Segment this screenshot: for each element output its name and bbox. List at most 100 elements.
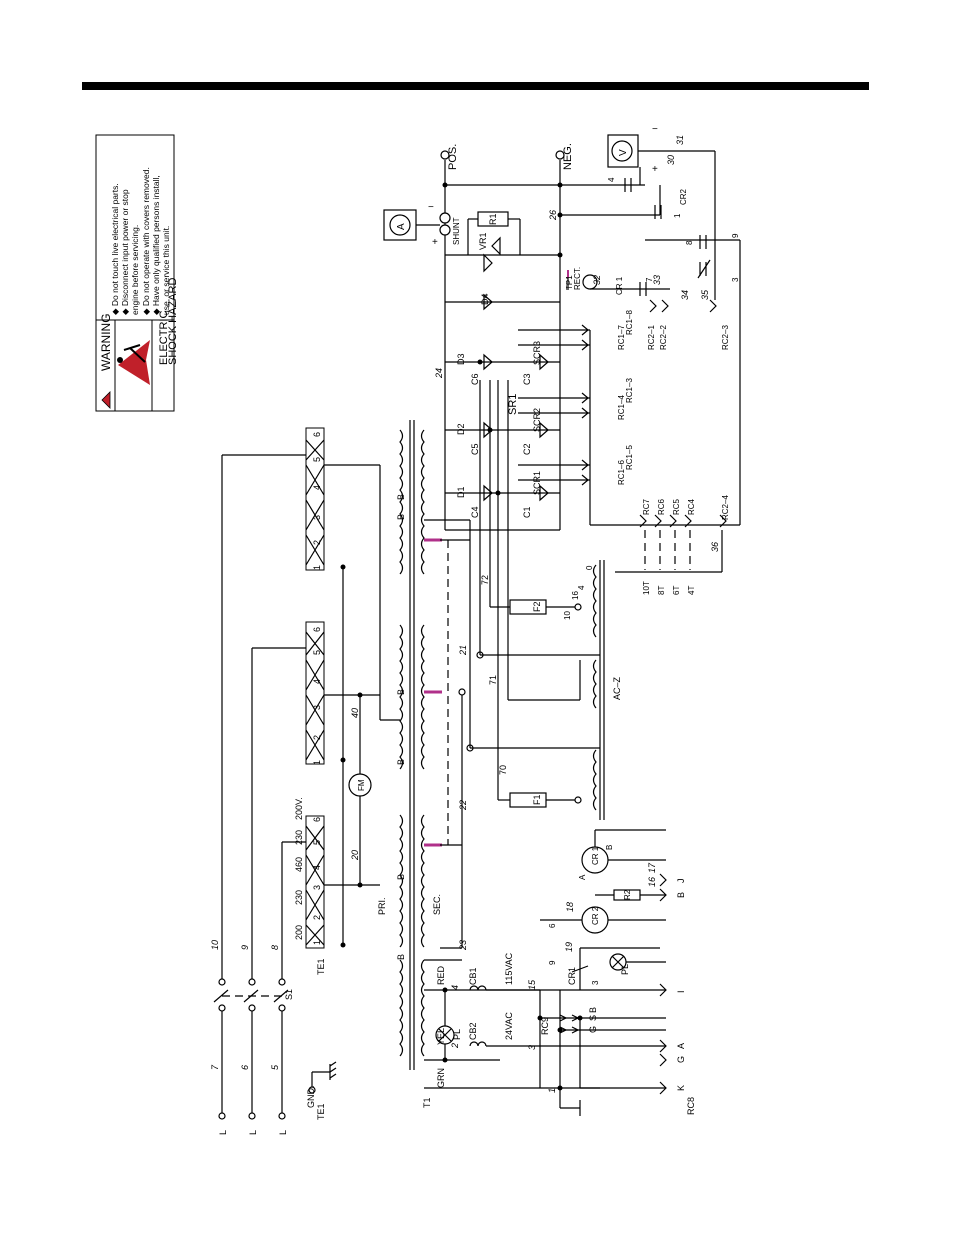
cr1-coil-label: CR 1: [591, 846, 600, 865]
terminal-board-2: [305, 621, 325, 765]
scr-label-2: SCR3: [532, 341, 542, 365]
f2-label: F2: [532, 601, 542, 612]
wire-35: 35: [700, 289, 710, 300]
tp1-label: TP1: [565, 275, 574, 290]
term-b-2: 3: [312, 705, 322, 710]
out-circ-4: 9: [731, 233, 740, 238]
te1-gnd-label: TE1: [316, 1103, 326, 1120]
shunt-terminal-2: [439, 224, 451, 236]
rc-pin-3: 4T: [687, 586, 696, 595]
minus-a: −: [428, 202, 434, 213]
rc9-pin-0: S: [588, 1015, 598, 1021]
diode-d2: [483, 421, 493, 439]
d4-label: D4: [480, 293, 490, 305]
cr1-out-label: CR 1: [615, 276, 624, 295]
cr2-contact: [654, 205, 662, 219]
svg-text:WARNING: WARNING: [99, 313, 113, 371]
scr-1: [539, 484, 549, 502]
out-circ-5: 3: [731, 277, 740, 282]
capacitor-meter: [624, 178, 632, 192]
wire-21: 21: [458, 645, 468, 656]
ctrl-wire-6: 17: [647, 862, 657, 873]
minus-v: −: [652, 124, 658, 135]
out-circ-1: 7: [645, 277, 654, 282]
diode-d4: [483, 293, 493, 311]
cap-1: C5: [470, 443, 480, 455]
plus-a: +: [432, 237, 438, 248]
hazard-line-1: ELECTRIC: [158, 311, 170, 365]
term-b-4: 5: [312, 650, 322, 655]
tap-2: 460: [294, 857, 304, 872]
term-a-0: 1: [312, 565, 322, 570]
terminal-board-1: [305, 427, 325, 571]
t1-label: T1: [422, 1097, 432, 1108]
out-circ-0: 4: [607, 177, 616, 182]
wire-out-0: 10: [210, 940, 220, 950]
pin-0: K: [676, 1085, 686, 1091]
term-a-1: 2: [312, 540, 322, 545]
rc9-pin-2: B: [588, 1007, 598, 1013]
tap-3: 230: [294, 830, 304, 845]
rc2-0: RC2–1: [647, 325, 656, 350]
term-c-3: 4: [312, 865, 322, 870]
secondary-winding-1: [420, 429, 425, 575]
cr1-label: CR1: [567, 967, 577, 985]
term-b-1: 2: [312, 735, 322, 740]
b-label-1: B: [396, 689, 406, 695]
scr-3: [539, 353, 549, 371]
scr-2: [539, 421, 549, 439]
term-a-3: 4: [312, 485, 322, 490]
r1-label: R1: [488, 213, 498, 225]
rc-name-0: RC7: [642, 498, 651, 515]
wire-71: 71: [488, 675, 498, 685]
gate-2: RC1–4: [617, 395, 626, 420]
rc9-label: RC9: [540, 1017, 550, 1035]
grn-label: GRN: [436, 1068, 446, 1088]
rect-label: RECT.: [573, 267, 582, 290]
wire-36: 36: [710, 542, 720, 552]
pilot-light-2: [609, 953, 627, 971]
f1-label: F1: [532, 794, 542, 805]
rc-name-2: RC5: [672, 498, 681, 515]
rc-name-3: RC4: [687, 498, 696, 515]
secondary-winding-2: [420, 624, 425, 770]
t1-primary-winding: [399, 959, 404, 1057]
acz-tap-1: 16: [571, 591, 580, 600]
acz-tap-0: 10: [563, 611, 572, 620]
line-label-0: L: [218, 1130, 228, 1135]
wire-out-1: 9: [240, 945, 250, 950]
rc8-label: RC8: [686, 1097, 696, 1115]
term-a-2: 3: [312, 515, 322, 520]
varistor-vr1: [483, 236, 501, 273]
circuit-breaker-cb1: [469, 985, 487, 991]
rc9-pin-1: G: [588, 1026, 598, 1033]
terminal-board-3: [305, 815, 325, 949]
out-wire-2: 31: [675, 135, 685, 145]
pos-label: POS.: [447, 144, 459, 170]
gate-5: RC1–8: [625, 310, 634, 335]
out-wire-0: 26: [548, 210, 558, 221]
pl2-label: PL: [620, 964, 630, 975]
voltmeter-icon: [611, 140, 633, 162]
yel-label: YEL: [436, 1028, 446, 1045]
sr1-label: SR1: [507, 394, 519, 415]
tap-4: 200V.: [294, 797, 304, 820]
svg-text:SHOCK HAZARD: SHOCK HAZARD: [167, 278, 179, 365]
warning-bullet-5: use, or service this unit.: [161, 226, 171, 315]
primary-winding-3: [399, 814, 404, 948]
fan-motor-icon: [348, 773, 372, 797]
cr2-coil-label: CR 2: [591, 906, 600, 925]
warning-bullets: ◆ Do not touch live electrical parts.◆ D…: [110, 167, 171, 315]
tap-1: 230: [294, 890, 304, 905]
primary-winding-2: [399, 624, 404, 770]
warning-bullet-1: ◆ Disconnect input power or stop: [120, 189, 130, 315]
diode-d1: [483, 484, 493, 502]
term-c-5: 6: [312, 817, 322, 822]
acz-tap-2: 4: [577, 585, 586, 590]
term-c-2: 3: [312, 885, 322, 890]
cap-4: C2: [522, 443, 532, 455]
wire-23: 23: [458, 940, 468, 951]
header-rule: [82, 82, 869, 90]
cap-0: C4: [470, 506, 480, 518]
